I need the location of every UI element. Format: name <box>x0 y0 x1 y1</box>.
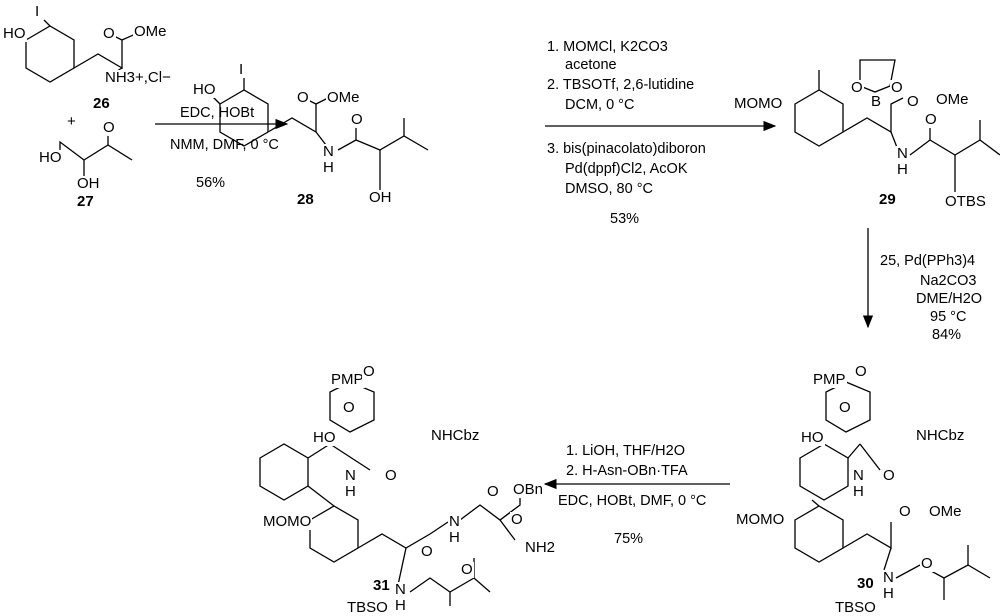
reagent-text: 2. TBSOTf, 2,6-lutidine <box>547 77 695 93</box>
atom-label: O <box>510 511 524 528</box>
reagent-text: 2. H-Asn-OBn·TFA <box>566 463 688 479</box>
atom-label: N <box>394 581 407 598</box>
atom-label: OBn <box>512 481 545 498</box>
reagent-text: 1. LiOH, THF/H2O <box>566 443 685 459</box>
compound-number-31: 31 <box>372 577 391 594</box>
atom-label: O <box>420 543 434 560</box>
atom-label: HO <box>312 429 337 446</box>
reagent-text: acetone <box>565 57 617 73</box>
atom-label: N <box>882 569 895 586</box>
atom-label: HO <box>800 429 825 446</box>
atom-label: H <box>322 159 335 176</box>
atom-label: TBSO <box>834 599 877 616</box>
atom-label: PMP <box>812 371 847 388</box>
atom-label: TBSO <box>346 599 389 616</box>
atom-label: O <box>854 363 868 380</box>
condition-text: NMM, DMF, 0 °C <box>170 137 279 153</box>
reagent-text: 3. bis(pinacolato)diboron <box>547 141 706 157</box>
structure-27 <box>59 127 133 178</box>
yield-text: 75% <box>614 531 644 547</box>
atom-label: NH3+,Cl− <box>104 69 172 86</box>
atom-label: NH2 <box>524 539 557 556</box>
atom-label: I <box>34 3 41 20</box>
atom-label: N <box>852 467 865 484</box>
atom-label: O <box>924 111 938 128</box>
atom-label: H <box>394 597 407 614</box>
reagent-text: EDC, HOBt <box>180 105 255 121</box>
atom-label: O <box>838 399 852 416</box>
atom-label: O <box>350 111 364 128</box>
atom-label: OH <box>368 189 393 206</box>
atom-label: N <box>448 513 461 530</box>
reagent-text: 95 °C <box>930 309 967 325</box>
atom-label: PMP <box>330 371 365 388</box>
atom-label: MOMO <box>733 95 784 112</box>
atom-label: H <box>448 529 461 546</box>
atom-label: H <box>882 585 895 602</box>
atom-label: O <box>296 89 310 106</box>
atom-label: I <box>238 61 245 78</box>
compound-number-30: 30 <box>856 575 875 592</box>
atom-label: OMe <box>133 23 168 40</box>
atom-label: O <box>882 467 896 484</box>
atom-label: OH <box>76 175 101 192</box>
atom-label: O <box>890 79 904 96</box>
compound-number-29: 29 <box>878 191 897 208</box>
atom-label: O <box>486 483 500 500</box>
reagent-text: DCM, 0 °C <box>565 97 635 113</box>
structure-30 <box>794 381 991 600</box>
yield-text: 56% <box>196 175 226 191</box>
atom-label: O <box>906 93 920 110</box>
compound-number-28: 28 <box>296 191 315 208</box>
plus-sign: + <box>66 113 77 130</box>
atom-label: MOMO <box>262 513 313 530</box>
atom-label: MOMO <box>735 511 786 528</box>
atom-label: O <box>102 25 116 42</box>
atom-label: H <box>852 483 865 500</box>
atom-label: O <box>850 79 864 96</box>
structure-31 <box>259 381 521 606</box>
reagent-text: DME/H2O <box>916 291 983 307</box>
reagent-text: DMSO, 80 °C <box>565 181 653 197</box>
atom-label: B <box>870 93 883 110</box>
atom-label: O <box>920 555 934 572</box>
atom-label: O <box>898 503 912 520</box>
compound-number-27: 27 <box>76 193 95 210</box>
atom-label: H <box>344 483 357 500</box>
atom-label: OTBS <box>944 193 987 210</box>
atom-label: OMe <box>326 89 361 106</box>
atom-label: OMe <box>935 91 970 108</box>
atom-label: N <box>322 143 335 160</box>
atom-label: HO <box>192 81 217 98</box>
atom-label: O <box>102 119 116 136</box>
atom-label: O <box>460 561 474 578</box>
compound-number-26: 26 <box>92 95 111 112</box>
atom-label: NHCbz <box>430 427 481 444</box>
structure-29 <box>794 59 1000 192</box>
atom-label: N <box>344 467 357 484</box>
structure-28 <box>211 78 429 190</box>
reagent-text: Pd(dppf)Cl2, AcOK <box>565 161 688 177</box>
reagent-text: EDC, HOBt, DMF, 0 °C <box>558 493 707 509</box>
atom-label: H <box>896 161 909 178</box>
atom-label: OMe <box>928 503 963 520</box>
atom-label: NHCbz <box>915 427 966 444</box>
reagent-text: Na2CO3 <box>920 273 977 289</box>
atom-label: O <box>362 363 376 380</box>
atom-label: HO <box>2 25 27 42</box>
yield-text: 84% <box>932 327 962 343</box>
atom-label: N <box>896 145 909 162</box>
atom-label: O <box>384 467 398 484</box>
atom-label: HO <box>38 149 63 166</box>
yield-text: 53% <box>610 211 640 227</box>
reagent-text: 25, Pd(PPh3)4 <box>880 253 976 269</box>
atom-label: O <box>342 399 356 416</box>
reagent-text: 1. MOMCl, K2CO3 <box>547 39 668 55</box>
